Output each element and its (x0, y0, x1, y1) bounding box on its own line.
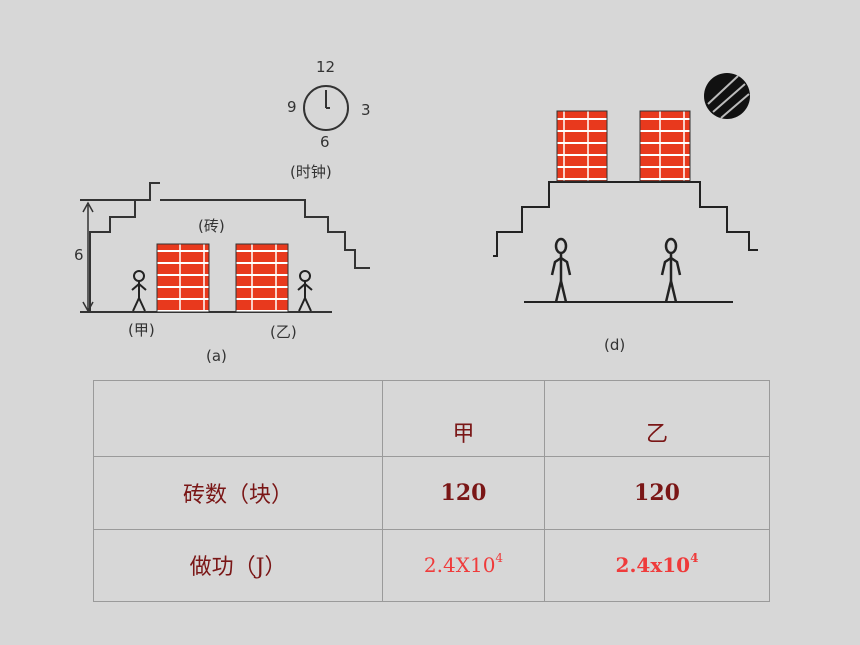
illustration: 12 9 3 6 (时钟) (砖) 6 (甲) (乙) (a) (d) (74, 58, 758, 365)
right-platform (493, 181, 758, 303)
clock-caption: (时钟) (290, 163, 332, 181)
brick-stack-top-a (556, 110, 608, 182)
table-row: 砖数（块） 120 120 (93, 456, 770, 530)
clock-number-9: 9 (287, 98, 297, 116)
work-jia-exponent: 4 (495, 550, 504, 565)
left-caption: (a) (206, 347, 227, 365)
person-a-label: (甲) (128, 321, 155, 339)
person-right-1-figure (550, 237, 572, 303)
work-jia-base: 2.4X10 (423, 552, 496, 577)
work-yi: 2.4x104 (544, 528, 770, 602)
person-right-2-figure (660, 237, 682, 303)
left-platform (80, 182, 370, 313)
header-cell-jia: 甲 (382, 380, 545, 457)
data-table: 甲 乙 砖数（块） 120 120 做功（J） 2.4X104 2.4x104 (93, 380, 770, 602)
table-header-row: 甲 乙 (93, 380, 770, 457)
brick-stack-a (156, 243, 210, 313)
row-label-work: 做功（J） (93, 528, 383, 602)
height-label: 6 (74, 246, 84, 264)
brick-stack-top-b (639, 110, 691, 182)
right-caption: (d) (604, 336, 626, 354)
clock-icon (303, 85, 349, 131)
work-yi-exponent: 4 (690, 550, 699, 565)
brick-stack-b (235, 243, 289, 313)
clock-number-6: 6 (320, 133, 330, 151)
header-cell-empty (93, 380, 383, 457)
person-b-label: (乙) (270, 323, 297, 341)
clock-number-3: 3 (361, 101, 371, 119)
brick-count-jia: 120 (382, 456, 545, 530)
illustration-drawing (80, 73, 758, 313)
person-a-figure (131, 270, 147, 312)
brick-count-yi: 120 (544, 456, 770, 530)
sun-icon (704, 73, 750, 119)
header-cell-yi: 乙 (544, 380, 770, 457)
table-row: 做功（J） 2.4X104 2.4x104 (93, 528, 770, 602)
row-label-brick-count: 砖数（块） (93, 456, 383, 530)
person-b-figure (297, 270, 313, 312)
clock-number-12: 12 (316, 58, 336, 76)
work-yi-base: 2.4x10 (615, 552, 691, 577)
brick-label: (砖) (198, 217, 225, 235)
work-jia: 2.4X104 (382, 528, 545, 602)
